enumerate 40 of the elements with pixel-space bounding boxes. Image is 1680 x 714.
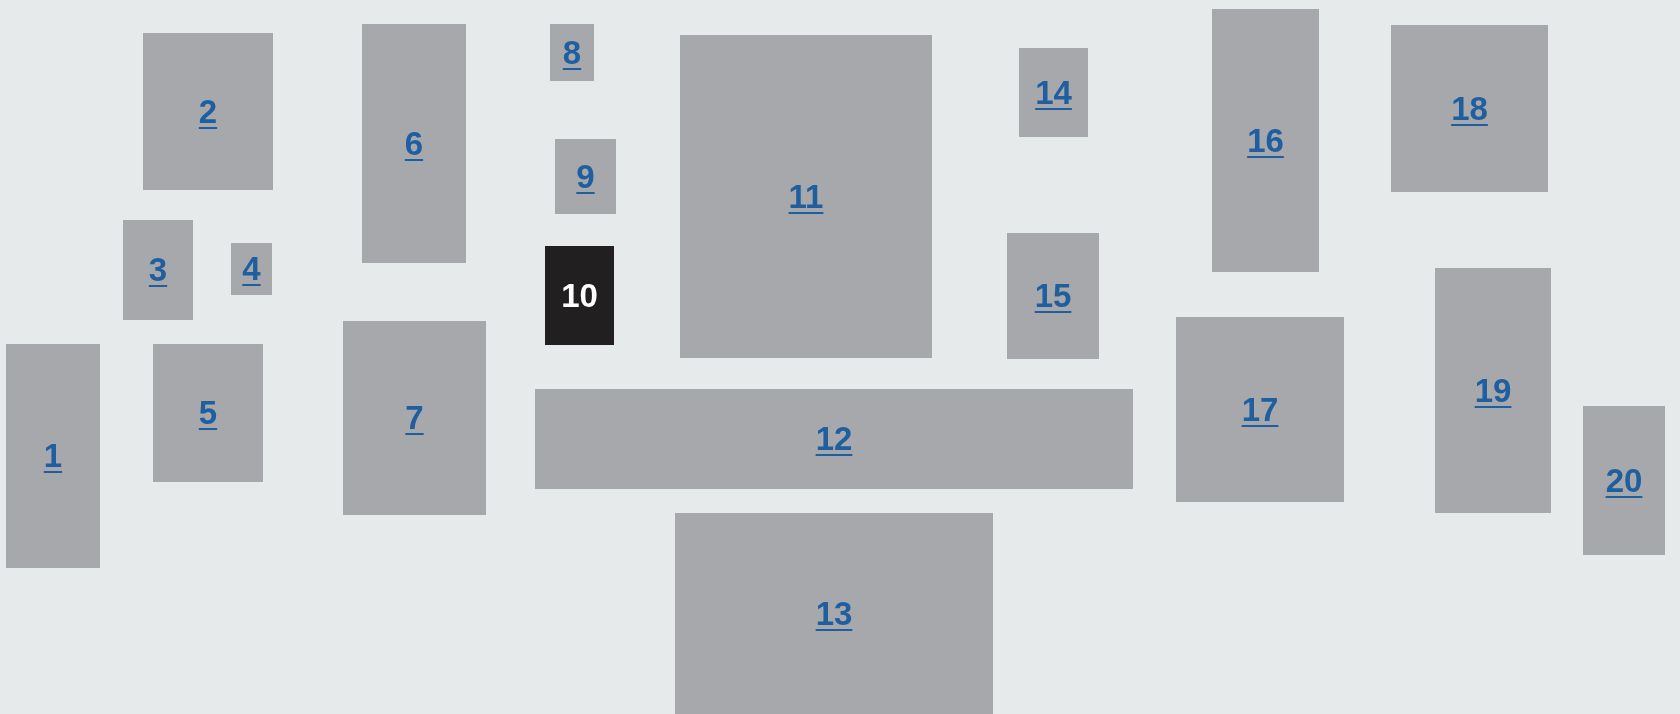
selected-region-block — [545, 246, 614, 345]
region-block — [123, 220, 193, 320]
region-block — [1007, 233, 1099, 359]
region-block — [1212, 9, 1319, 272]
region-block — [1435, 268, 1551, 513]
region-block — [143, 33, 273, 190]
region-link: 8 — [562, 33, 582, 72]
region-number: 10 — [561, 276, 598, 315]
region-link: 4 — [242, 250, 261, 288]
region-block — [1019, 48, 1088, 137]
region-link: 17 — [1241, 390, 1279, 429]
region-block — [535, 389, 1133, 489]
region-link: 15 — [1034, 277, 1072, 315]
region-block — [153, 344, 263, 482]
region-link: 19 — [1474, 371, 1512, 410]
region-link: 16 — [1247, 121, 1284, 160]
region-link: 20 — [1605, 461, 1643, 500]
region-link: 7 — [405, 399, 424, 437]
region-link: 6 — [404, 124, 424, 163]
region-link: 13 — [815, 594, 853, 633]
region-block — [1583, 406, 1665, 555]
region-block — [675, 513, 993, 714]
region-link: 1 — [43, 437, 63, 475]
region-link: 14 — [1035, 73, 1072, 112]
region-block — [1176, 317, 1344, 502]
region-link: 5 — [198, 394, 218, 432]
region-link: 11 — [788, 177, 824, 216]
region-block — [680, 35, 932, 358]
region-link: 12 — [815, 420, 853, 458]
region-block — [1391, 25, 1548, 192]
region-link: 18 — [1451, 89, 1488, 128]
region-block — [550, 24, 594, 81]
region-block — [231, 243, 272, 295]
region-block — [362, 24, 466, 263]
region-block — [555, 139, 616, 214]
region-link: 9 — [576, 157, 595, 196]
region-block — [6, 344, 100, 568]
region-block — [343, 321, 486, 515]
region-link: 2 — [198, 92, 218, 131]
region-link: 3 — [148, 251, 168, 289]
